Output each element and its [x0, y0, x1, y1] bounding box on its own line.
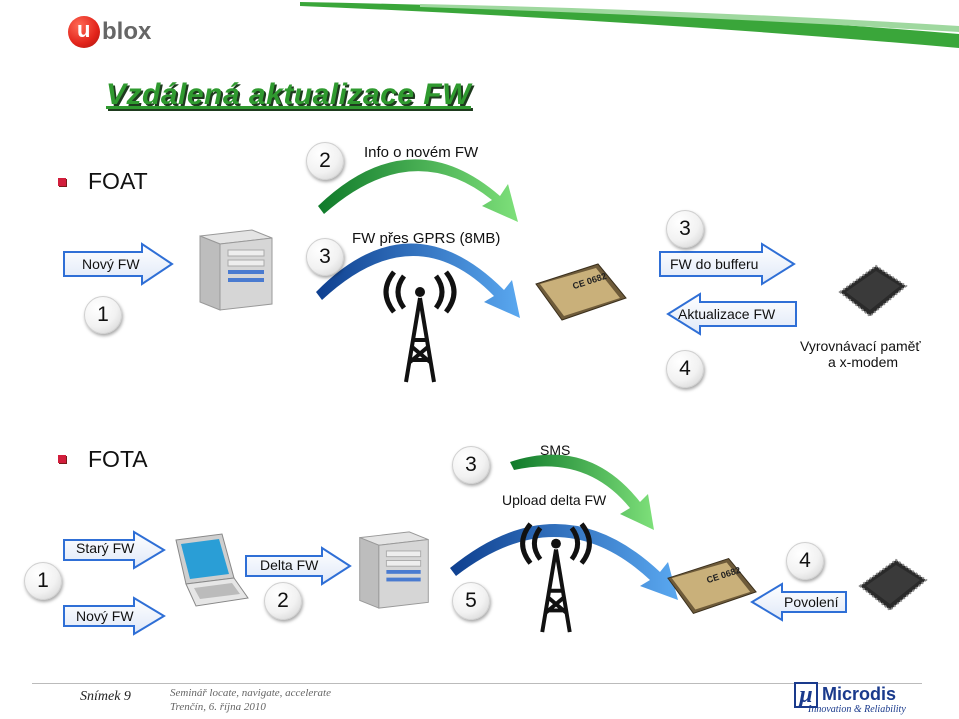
fota-povoleni-label: Povolení	[784, 594, 839, 610]
fota-label: FOTA	[88, 446, 148, 472]
foat-antenna-icon	[383, 270, 457, 383]
slide-number: Snímek 9	[80, 689, 131, 704]
foat-buffer-label-2: a x-modem	[828, 354, 899, 370]
page-title: Vzdálená aktualizace FW	[106, 78, 471, 111]
foat-gprs-label: FW přes GPRS (8MB)	[352, 230, 501, 247]
microdis-logo-text: Microdis	[822, 684, 897, 704]
foat-info-curve	[318, 159, 518, 222]
foat-aktualizace-label: Aktualizace FW	[678, 306, 776, 322]
foat-bufferu-arrow	[659, 242, 796, 286]
foat-step-2: 2	[306, 142, 344, 180]
foat-step-3a: 3	[306, 238, 344, 276]
fota-step-4: 4	[786, 542, 824, 580]
fota-povoleni-arrow	[750, 582, 847, 622]
fota-stary-fw-arrow	[63, 530, 166, 570]
foat-label: FOAT	[88, 168, 148, 194]
foat-step-4: 4	[666, 350, 704, 388]
fota-step-3: 3	[452, 446, 490, 484]
fota-memory-chip-icon	[858, 558, 928, 612]
fota-bullet	[58, 455, 66, 463]
foat-step-3b: 3	[666, 210, 704, 248]
foat-server-icon	[199, 229, 273, 311]
fota-upload-curve	[450, 523, 678, 600]
fota-step-5: 5	[452, 582, 490, 620]
ublox-logo: u blox	[68, 14, 168, 50]
fota-step-1: 1	[24, 562, 62, 600]
fota-upload-label: Upload delta FW	[502, 492, 607, 508]
foat-step-1: 1	[84, 296, 122, 334]
footer-place-date: Trenčín, 6. října 2010	[170, 701, 266, 713]
fota-step-2: 2	[264, 582, 302, 620]
microdis-logo-symbol: µ	[794, 682, 818, 708]
footer-divider	[32, 683, 922, 684]
footer-seminar: Seminář locate, navigate, accelerate	[170, 687, 331, 699]
fota-stary-fw-label: Starý FW	[76, 540, 135, 556]
foat-aktualizace-arrow	[666, 292, 797, 336]
foat-gprs-curve	[316, 243, 520, 318]
microdis-tagline: Innovation & Reliability	[808, 704, 906, 715]
fota-server-icon	[359, 531, 429, 609]
fota-delta-fw-arrow	[245, 546, 352, 586]
fota-delta-fw-label: Delta FW	[260, 557, 319, 573]
foat-bullet	[58, 178, 66, 186]
fota-antenna-icon	[520, 522, 592, 633]
foat-novy-fw-label: Nový FW	[82, 256, 140, 272]
laptop-icon	[175, 533, 249, 607]
foat-novy-fw-arrow	[63, 242, 174, 286]
fota-sms-label: SMS	[540, 442, 571, 458]
foat-bufferu-label: FW do bufferu	[670, 256, 759, 272]
fota-novy-fw-label: Nový FW	[76, 608, 134, 624]
foat-gsm-module-icon	[535, 263, 627, 321]
ublox-logo-circle	[68, 16, 100, 48]
foat-buffer-label-1: Vyrovnávací paměť	[800, 338, 921, 354]
fota-novy-fw-arrow	[63, 596, 166, 636]
fota-gsm-module-icon	[667, 558, 757, 615]
ublox-logo-text: blox	[102, 18, 152, 45]
header-swoosh	[300, 2, 959, 48]
ublox-logo-letter: u	[77, 17, 91, 42]
microdis-logo: µ Microdis Innovation & Reliability	[794, 682, 944, 718]
foat-info-label: Info o novém FW	[364, 144, 479, 161]
foat-memory-chip-icon	[838, 264, 908, 318]
fota-sms-curve	[510, 454, 654, 530]
